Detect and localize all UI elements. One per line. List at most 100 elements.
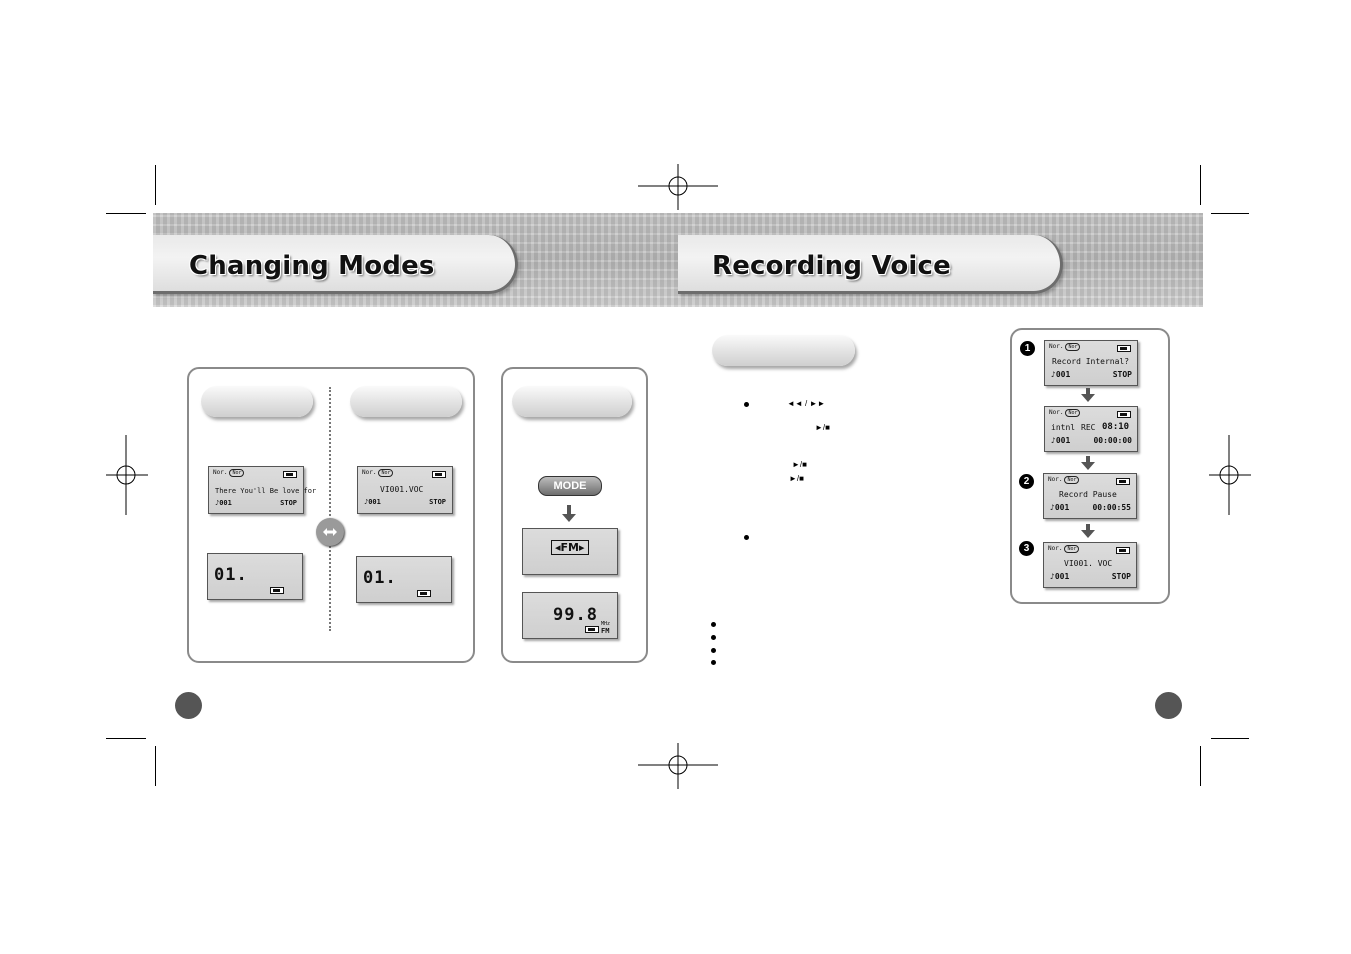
lcd-line2-num: ♪001	[1051, 370, 1071, 379]
note-bullet	[711, 660, 716, 665]
battery-icon	[270, 587, 284, 594]
registration-mark-top	[638, 164, 718, 210]
lcd-header: Nor.Nor	[1048, 476, 1080, 484]
lcd-step-2: Nor.Nor Record Pause ♪001 00:00:55	[1043, 473, 1137, 519]
segment-digits: 01.	[363, 568, 397, 588]
mode-pill-a	[201, 386, 313, 417]
arrow-down-icon	[1081, 462, 1095, 470]
registration-mark-bottom	[638, 743, 718, 789]
lcd-line2-num: ♪001	[1050, 503, 1070, 512]
swap-icon	[316, 518, 344, 546]
lcd-status: STOP	[429, 498, 446, 506]
battery-icon	[283, 471, 297, 478]
lcd-line1-mid: REC	[1081, 423, 1096, 432]
lcd-line2-num: ♪001	[1050, 572, 1070, 581]
lcd-line1-left: intnl	[1051, 423, 1076, 432]
lcd-voice-display: Nor.Nor VI001.VOC ♪001 STOP	[357, 466, 453, 514]
battery-icon	[1117, 345, 1131, 352]
lcd-step-1: Nor.Nor Record Internal? ♪001 STOP	[1044, 340, 1138, 386]
step-number: 2	[1019, 474, 1034, 489]
page-number-badge	[175, 692, 202, 719]
lcd-line2: ♪001	[364, 498, 381, 506]
lcd-line1: There You'll Be love for	[215, 487, 317, 495]
battery-icon	[1117, 411, 1131, 418]
lcd-line2-time: 00:00:55	[1092, 503, 1131, 512]
bullet	[744, 402, 749, 407]
lcd-line1-time: 08:10	[1102, 422, 1130, 432]
crop-mark	[106, 213, 146, 214]
step-number: 3	[1019, 541, 1034, 556]
battery-icon	[417, 590, 431, 597]
lcd-segment-display: 01.	[356, 556, 452, 603]
crop-mark	[155, 165, 156, 205]
crop-mark	[1211, 738, 1249, 739]
mode-button[interactable]: MODE	[538, 476, 602, 496]
step-number: 1	[1020, 341, 1035, 356]
panel-divider	[329, 387, 331, 631]
lcd-line2-num: ♪001	[1051, 436, 1071, 445]
mode-pill-c	[512, 386, 632, 417]
arrow-down-icon	[1086, 456, 1090, 462]
battery-icon	[1116, 478, 1130, 485]
banner-tab	[678, 235, 1063, 294]
frequency-value: 99.8	[553, 605, 598, 625]
lcd-status: STOP	[1111, 572, 1131, 581]
arrow-down-icon	[562, 514, 576, 522]
battery-icon	[432, 471, 446, 478]
lcd-header: Nor.Nor	[1048, 545, 1080, 553]
mode-pill-b	[350, 386, 462, 417]
lcd-line2-time: 00:00:00	[1093, 436, 1132, 445]
lcd-frequency-display: 99.8 MHz FM	[522, 592, 618, 639]
crop-mark	[155, 746, 156, 786]
lcd-header: Nor.Nor	[213, 469, 245, 477]
note-bullet	[711, 648, 716, 653]
skip-buttons-icon: ◄◄ / ►►	[787, 399, 826, 408]
right-page-banner: Recording Voice	[678, 213, 1203, 307]
music-note-icon: ♪	[215, 499, 220, 507]
battery-icon	[1116, 547, 1130, 554]
lcd-header: Nor.Nor	[1049, 409, 1081, 417]
arrow-down-icon	[1086, 524, 1090, 530]
crop-mark	[1200, 165, 1201, 205]
lcd-line1: Record Pause	[1059, 490, 1117, 499]
section-pill	[712, 335, 855, 366]
note-bullet	[711, 635, 716, 640]
lcd-music-display: Nor.Nor There You'll Be love for ♪001 ST…	[208, 466, 316, 514]
lcd-fm-display: ◂FM▸	[522, 528, 618, 575]
freq-unit-bottom: FM	[601, 627, 610, 635]
lcd-line1: VI001.VOC	[380, 485, 424, 494]
arrow-down-icon	[567, 505, 571, 514]
play-stop-icon: ►/■	[792, 460, 807, 469]
lcd-line1: Record Internal?	[1052, 357, 1130, 366]
battery-icon	[585, 626, 599, 633]
crop-mark	[1200, 746, 1201, 786]
registration-mark-right	[1209, 435, 1251, 515]
lcd-status: STOP	[1112, 370, 1132, 379]
lcd-header: Nor.Nor	[362, 469, 394, 477]
registration-mark-left	[106, 435, 148, 515]
lcd-line2: ♪001	[215, 499, 232, 507]
lcd-step-3: Nor.Nor VI001. VOC ♪001 STOP	[1043, 542, 1137, 588]
mic-icon: ♪	[364, 498, 369, 506]
crop-mark	[106, 738, 146, 739]
left-page-banner: Changing Modes	[153, 213, 678, 307]
page-title: Changing Modes	[189, 251, 435, 281]
freq-unit-top: MHz	[601, 621, 611, 627]
arrow-down-icon	[1081, 530, 1095, 538]
bullet	[744, 535, 749, 540]
arrow-down-icon	[1081, 394, 1095, 402]
lcd-status: STOP	[280, 499, 297, 507]
lcd-segment-display: 01.	[207, 553, 303, 600]
fm-label: ◂FM▸	[551, 540, 589, 555]
lcd-line1: VI001. VOC	[1064, 559, 1113, 568]
play-stop-icon: ►/■	[789, 474, 804, 483]
crop-mark	[1211, 213, 1249, 214]
lcd-header: Nor.Nor	[1049, 343, 1081, 351]
arrow-down-icon	[1086, 388, 1090, 394]
segment-digits: 01.	[214, 565, 248, 585]
page-title: Recording Voice	[712, 251, 951, 281]
page-number-badge	[1155, 692, 1182, 719]
banner-tab	[153, 235, 518, 294]
note-bullet	[711, 622, 716, 627]
play-stop-icon: ►/■	[815, 423, 830, 432]
